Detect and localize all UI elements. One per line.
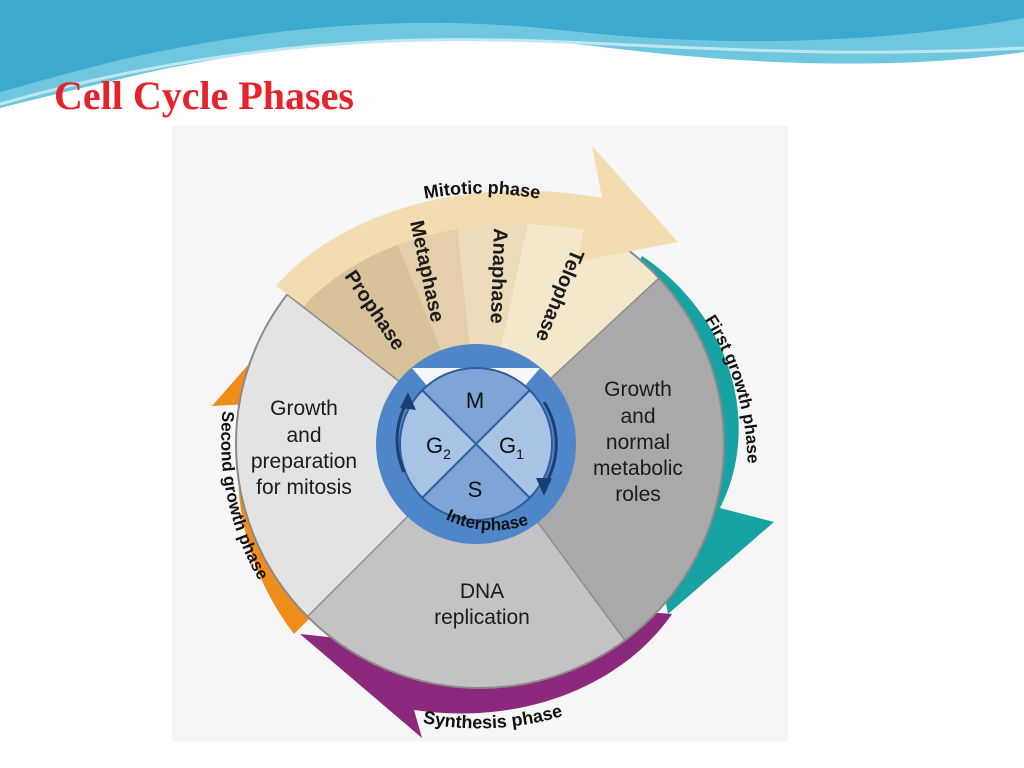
s-segment-line-1: DNA [460,580,504,603]
segment-labels: Growth and preparation for mitosis Growt… [251,378,683,629]
g1-segment-line-2: and [620,405,655,428]
g2-segment-line-1: Growth [270,397,338,420]
center-m-quadrant [422,367,530,444]
center-g1-label: G1 [499,433,524,462]
center-g2-letter: G [426,433,443,458]
center-letters: M S G2 G1 [426,388,524,502]
s-wedge [308,444,666,688]
mitotic-phase-arrow [276,146,678,306]
center-divider-2 [421,389,531,499]
center-m-label: M [466,388,484,413]
center-disc-outline [399,367,553,521]
g1-segment-line-1: Growth [604,378,672,401]
g2-segment-line-2: and [286,424,321,447]
center-g1-subscript: 1 [516,446,524,462]
center-s-label: S [468,477,483,502]
g1-segment-line-4: metabolic [593,457,683,480]
ring-arrowhead-left [400,392,416,410]
g1-segment-line-3: normal [606,431,670,454]
g2-wedge-extended [236,286,480,688]
g2-segment-line-4: for mitosis [256,476,352,499]
s-segment-line-2: replication [434,606,530,629]
center-g2-subscript: 2 [443,446,451,462]
g1-segment-line-5: roles [615,483,661,506]
ring-arrow-right [542,401,558,487]
g1-wedge [480,266,724,688]
header-wave-front [0,0,1024,92]
interphase-center: Interphase M S G2 G1 [376,344,576,544]
synthesis-phase-arrow [300,612,672,738]
center-s-quadrant [422,444,530,521]
header-wave-decoration [0,0,1024,108]
cell-cycle-svg: Second growth phase Synthesis phase Firs… [212,146,774,738]
g2-segment-line-3: preparation [251,450,357,473]
slide-title: Cell Cycle Phases [54,73,354,118]
center-g2-label: G2 [426,433,451,462]
anaphase-label: Anaphase [486,228,511,324]
header-wave-highlight [0,38,1024,106]
ring-arrowhead-right [536,478,552,496]
cell-cycle-diagram: Second growth phase Synthesis phase Firs… [172,126,788,742]
center-g1-letter: G [499,433,516,458]
